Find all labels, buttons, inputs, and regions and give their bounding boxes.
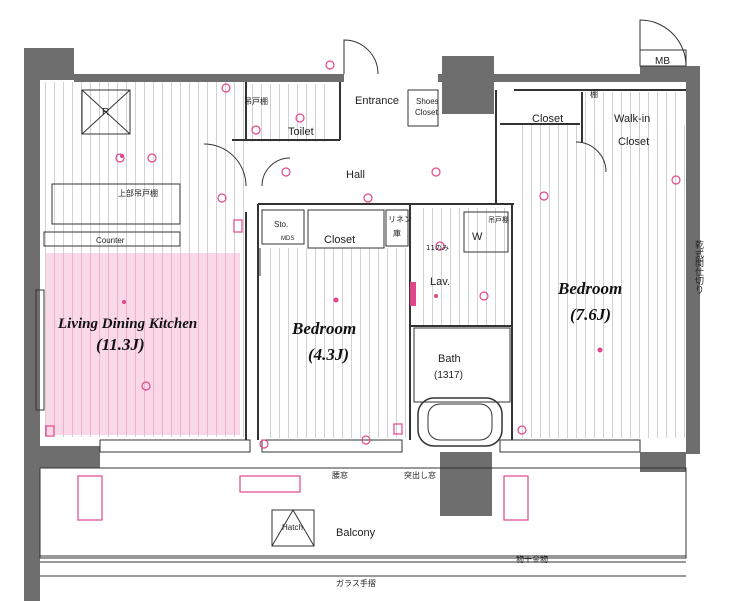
bath-label: Bath [438,353,461,365]
balcony-area [39,467,687,559]
washer-label: W [472,231,483,243]
hall-label: Hall [346,169,365,181]
counter-label: Counter [96,236,125,245]
ldk-door [203,143,247,187]
hall-door [261,157,291,187]
toilet-shelf-label: 吊戸棚 [244,96,268,106]
closet-bed1-box [307,209,385,249]
wall-top-strip [640,66,700,74]
linen-label: リネン [388,215,412,224]
wall-top-left [24,48,74,80]
ldk-name: Living Dining Kitchen [57,316,197,332]
bedroom1-name: Bedroom [291,319,356,338]
dryer-label: 乾式間仕切り [693,239,704,294]
window-low-label: 腰窓 [332,470,348,480]
mb-label: MB [655,56,670,67]
linen-box [385,209,409,247]
shoes-label: Shoes [416,97,439,106]
fridge-label: R [102,107,109,118]
bathtub [417,397,503,447]
bedroom1-window [261,439,403,453]
mb-door [639,19,687,67]
mb-box [639,49,687,67]
ac-unit-right [503,475,529,521]
washer-box [463,211,509,253]
ac-unit-mid [239,475,301,493]
fridge-box [81,89,131,135]
entrance-label: Entrance [355,95,399,107]
wall-bottom-left [24,446,100,468]
bedroom2-name: Bedroom [557,279,622,298]
upper-cabinet-label: 上部吊戸棚 [118,188,158,198]
bathtub-inner [427,403,493,441]
walkin-floor [584,92,684,180]
toilet-label: Toilet [288,126,314,138]
bedroom1-floor [262,248,407,438]
wall-top [74,74,344,82]
ldk-pink-floor [46,253,240,435]
interior-walls [232,82,686,440]
bath-size-label: (1317) [434,370,463,381]
wall-bottom-right [640,452,686,472]
shelf-note-label: 11のみ [426,244,449,252]
washer-shelf-label: 吊戸棚 [488,215,509,224]
wall-top-right [438,74,686,82]
ac-unit-left [77,475,103,521]
wall-right [686,74,700,454]
closet-bed2-label: Closet [532,113,563,125]
lav-label: Lav. [430,276,450,288]
shoes-box [407,89,439,127]
window-bay-label: 突出し窓 [404,470,436,480]
hatch-label: Hatch [282,523,303,532]
storage-label: Sto. [274,220,288,229]
wall-bottom-column [440,452,492,516]
bedroom2-window [499,439,641,453]
drying-rod-label: 物干金物 [516,554,548,564]
shelf-label: 棚 [590,89,598,99]
walkin-label: Walk-in [614,113,650,125]
bath-room [413,327,511,403]
kitchen-sink [51,183,181,225]
electrical-markers [45,60,681,449]
entrance-door [343,39,379,75]
ldk-size: (11.3J) [96,335,145,354]
shoes-label-2: Closet [415,108,438,117]
linen-label-2: 庫 [393,228,401,238]
glass-rail-label: ガラス手摺 [336,578,376,588]
walkin-label-2: Closet [618,136,649,148]
closet-bed1-label: Closet [324,234,355,246]
hall-floor [262,144,496,204]
walkin-door [575,141,607,173]
ldk-window [99,439,251,453]
left-window [35,289,45,411]
kitchen-counter [43,231,181,247]
bedroom2-size: (7.6J) [570,305,611,324]
storage-box [261,209,305,245]
balcony-label: Balcony [336,527,376,539]
bedroom1-size: (4.3J) [308,345,349,364]
toilet-floor [234,84,332,142]
wall-column-mid [442,56,494,114]
wall-left-column [24,48,40,601]
mds-label: MDS [281,236,294,242]
